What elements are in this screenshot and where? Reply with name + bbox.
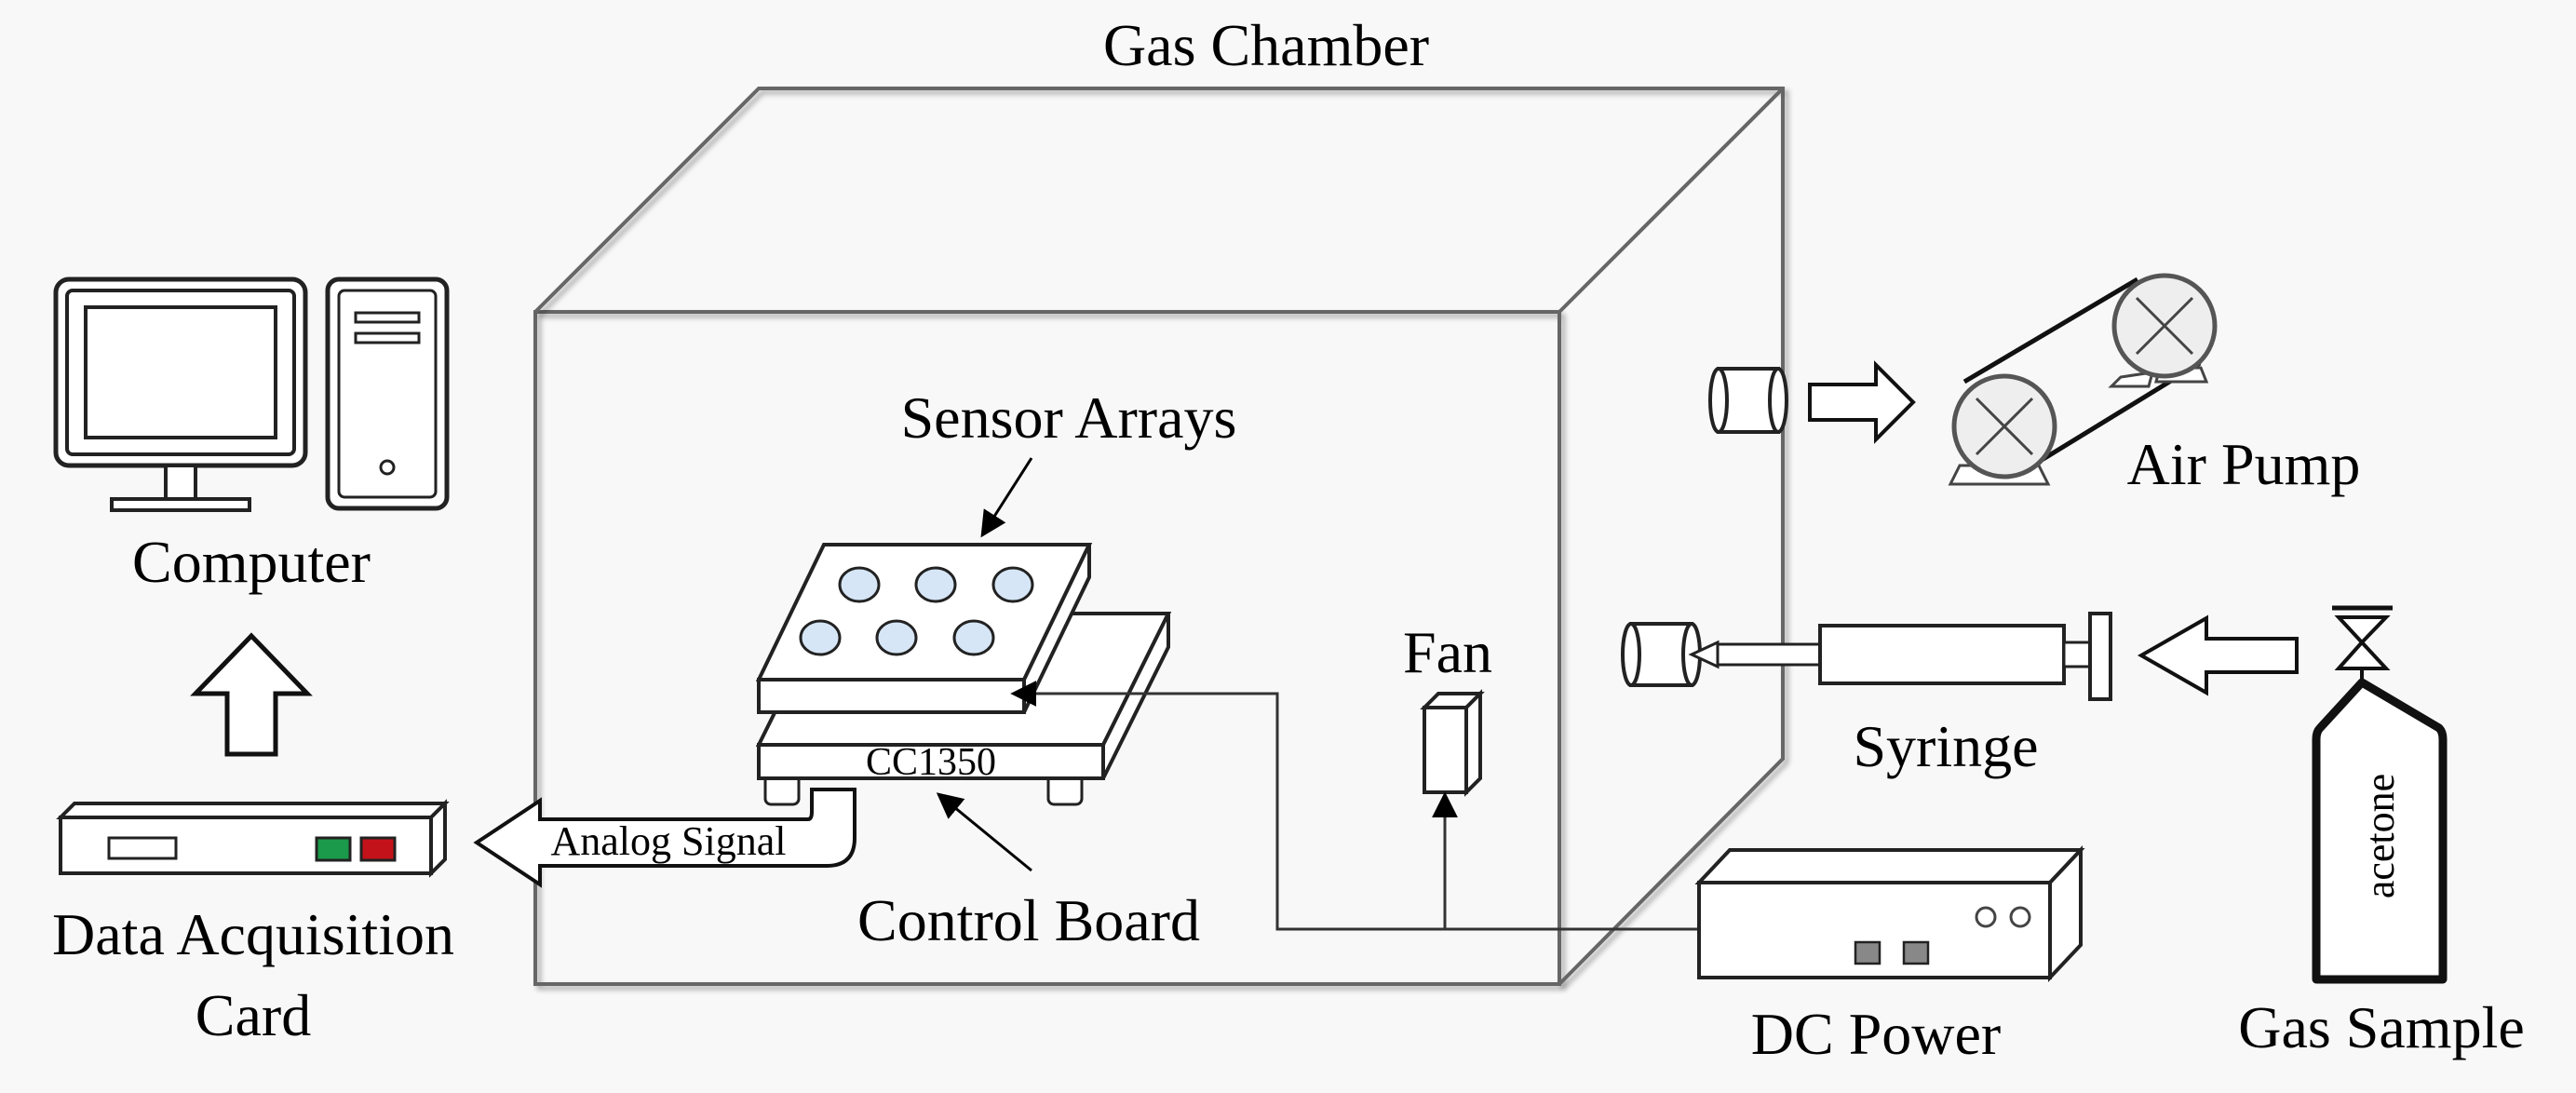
data-acquisition-card-icon (56, 799, 450, 878)
fan-label: Fan (1403, 619, 1492, 685)
sensor-arrays-label: Sensor Arrays (901, 385, 1237, 451)
sensor-element (952, 619, 995, 656)
outlet-flow-arrow (1808, 360, 1916, 444)
sensor-element (991, 566, 1034, 603)
dc-power-icon (1694, 844, 2085, 983)
gas-chamber-label: Gas Chamber (1103, 12, 1429, 78)
analog-signal-label: Analog Signal (551, 818, 787, 864)
data-acquisition-label-line1: Data Acquisition (52, 901, 454, 967)
syringe-icon (1688, 612, 2112, 701)
gas-sample-label: Gas Sample (2238, 994, 2525, 1060)
sample-flow-arrow (2137, 614, 2299, 696)
power-wire-to-board (1010, 681, 1699, 931)
sensor-element (875, 619, 918, 656)
sensor-element (914, 566, 957, 603)
gas-cylinder-icon (2312, 605, 2448, 984)
air-outlet-port (1708, 367, 1788, 434)
dc-power-label: DC Power (1751, 1001, 2001, 1067)
sensor-arrays-pointer (980, 457, 1033, 538)
data-acquisition-label-line2: Card (196, 982, 311, 1048)
air-pump-icon (1948, 273, 2218, 486)
syringe-inlet-port (1621, 622, 1702, 687)
analog-signal-arrow (473, 788, 856, 888)
computer-label: Computer (132, 529, 371, 595)
gas-chamber (533, 87, 1785, 986)
daq-to-computer-arrow (190, 632, 313, 757)
control-board-label: Control Board (857, 887, 1200, 953)
sensor-element (799, 619, 842, 656)
control-board-pointer (936, 792, 1032, 872)
computer-icon (53, 277, 450, 512)
sensor-element (838, 566, 881, 603)
syringe-label: Syringe (1853, 713, 2038, 779)
sensor-array-icon (755, 543, 1093, 714)
air-pump-label: Air Pump (2127, 431, 2361, 497)
fan-icon (1420, 689, 1485, 797)
control-board-chip-label: CC1350 (866, 741, 996, 784)
gas-name-label: acetone (2357, 774, 2403, 898)
